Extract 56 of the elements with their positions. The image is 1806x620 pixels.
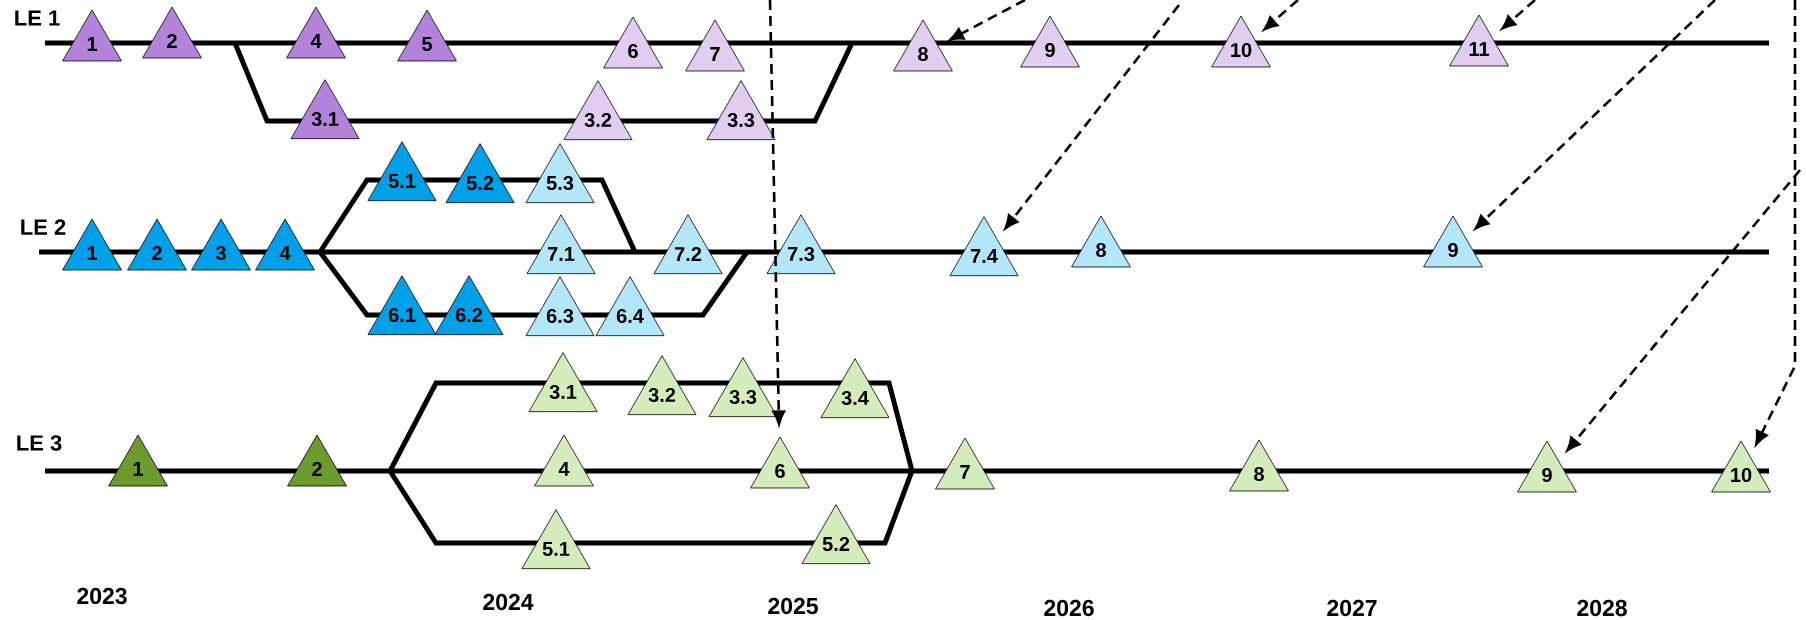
milestone-triangle: 6 (750, 436, 810, 489)
milestone-triangle: 4 (286, 6, 346, 59)
milestone-triangle: 2 (127, 218, 187, 271)
year-label: 2025 (768, 597, 818, 615)
milestone-triangle: 8 (893, 19, 953, 72)
milestone-triangle: 7.2 (653, 214, 723, 275)
milestone-triangle: 6 (603, 16, 663, 69)
dashed-arrow (1004, 4, 1181, 230)
milestone-triangle: 1 (108, 434, 168, 487)
milestone-triangle: 5.3 (525, 143, 595, 204)
milestone-triangle: 7.1 (526, 214, 596, 275)
milestone-triangle: 3.2 (627, 355, 697, 416)
milestone-triangle: 2 (287, 434, 347, 487)
year-label: 2026 (1044, 599, 1094, 617)
year-label: 2024 (483, 593, 534, 611)
milestone-triangle: 3.1 (290, 79, 360, 140)
milestone-triangle: 5.1 (521, 509, 591, 570)
milestone-triangle: 3.2 (563, 80, 633, 141)
milestone-triangle: 5.2 (445, 143, 515, 204)
milestone-triangle: 4 (255, 218, 315, 271)
milestone-triangle: 9 (1020, 15, 1080, 68)
milestone-triangle: 11 (1449, 14, 1509, 67)
dashed-arrow (1263, 0, 1299, 31)
milestone-triangle: 3.3 (706, 80, 776, 141)
milestone-triangle: 3.1 (528, 352, 598, 413)
milestone-triangle: 6.1 (367, 275, 437, 336)
milestone-triangle: 3 (191, 218, 251, 271)
milestone-triangle: 9 (1517, 440, 1577, 493)
milestone-triangle: 7 (685, 19, 745, 72)
milestone-triangle: 1 (62, 9, 122, 62)
milestone-triangle: 6.2 (434, 275, 504, 336)
year-label: 2023 (77, 587, 127, 605)
milestone-triangle: 3.4 (820, 358, 890, 419)
lane-label: LE 3 (17, 435, 62, 451)
milestone-triangle: 5.1 (367, 141, 437, 202)
milestone-triangle: 10 (1711, 440, 1771, 493)
milestone-triangle: 4 (534, 434, 594, 487)
dashed-arrow (1474, 0, 1716, 230)
milestone-triangle: 6.4 (595, 276, 665, 337)
dashed-arrow (1566, 169, 1801, 452)
milestone-triangle: 7.3 (766, 214, 836, 275)
milestone-triangle: 8 (1229, 439, 1289, 492)
dashed-arrow (1755, 0, 1797, 446)
milestone-triangle: 9 (1423, 215, 1483, 268)
milestone-triangle: 3.3 (708, 357, 778, 418)
milestone-triangle: 7 (935, 437, 995, 490)
milestone-triangle: 6.3 (525, 276, 595, 337)
milestone-triangle: 8 (1071, 215, 1131, 268)
year-label: 2027 (1327, 599, 1377, 617)
dashed-arrow (1501, 0, 1536, 30)
milestone-triangle: 5 (397, 9, 457, 62)
milestone-triangle: 5.2 (801, 504, 871, 565)
milestone-triangle: 10 (1211, 15, 1271, 68)
milestone-triangle: 2 (142, 6, 202, 59)
year-label: 2028 (1577, 599, 1627, 617)
milestone-triangle: 7.4 (949, 216, 1019, 277)
